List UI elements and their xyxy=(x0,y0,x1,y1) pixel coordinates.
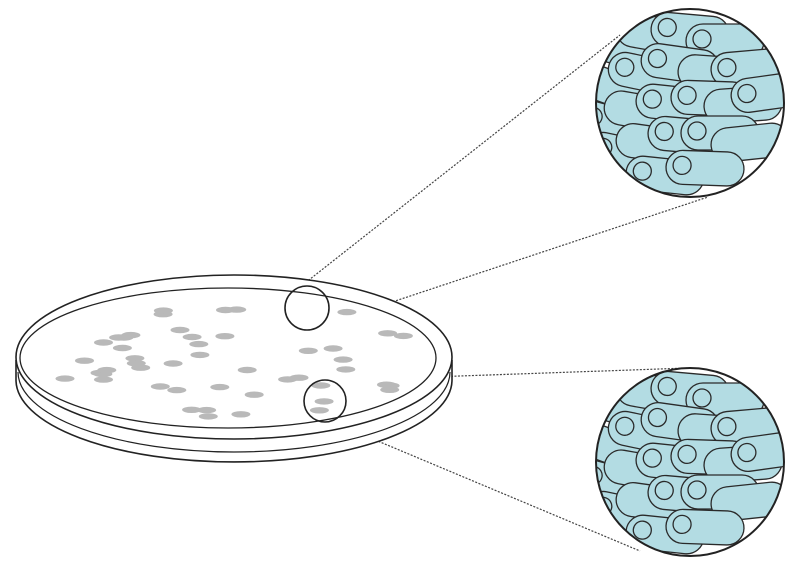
bacterium-end-circle xyxy=(688,481,706,499)
lower-magnified-view xyxy=(573,368,786,556)
colony-spot xyxy=(199,413,218,419)
colony-spot xyxy=(97,367,116,373)
colony-spot xyxy=(94,376,113,382)
colony-spot xyxy=(151,383,170,389)
colony-spot xyxy=(183,334,202,340)
colony-spot xyxy=(197,407,216,413)
colony-spot xyxy=(189,341,208,347)
colony-spot xyxy=(334,356,353,362)
colony-spot xyxy=(380,387,399,393)
colony-spot xyxy=(378,330,397,336)
colony-spot xyxy=(336,366,355,372)
colony-spot xyxy=(215,333,234,339)
colony-spot xyxy=(278,376,297,382)
bacterium-end-circle xyxy=(673,515,692,534)
bacterium-end-circle xyxy=(678,86,697,105)
bacterium-end-circle xyxy=(592,389,614,411)
bacterium-cell xyxy=(665,150,744,187)
colony-spot xyxy=(216,307,235,313)
colony-spot xyxy=(231,411,250,417)
colony-spot xyxy=(337,309,356,315)
colony-spot xyxy=(315,398,334,404)
colony-spot xyxy=(210,384,229,390)
colony-spot xyxy=(171,327,190,333)
colony-spot xyxy=(324,345,343,351)
colony-spot xyxy=(190,352,209,358)
colony-spot xyxy=(299,348,318,354)
colony-spot xyxy=(154,307,173,313)
colony-spot xyxy=(310,407,329,413)
colony-spot xyxy=(164,360,183,366)
colony-spot xyxy=(127,360,146,366)
bacterium-end-circle xyxy=(673,156,692,175)
bacterium-cell xyxy=(665,509,744,546)
colony-spot xyxy=(94,339,113,345)
colony-spot xyxy=(238,367,257,373)
colony-spot xyxy=(56,375,75,381)
colony-spot xyxy=(109,334,128,340)
leader-line xyxy=(300,35,620,287)
petri-dish xyxy=(16,275,452,462)
colony-spot xyxy=(75,358,94,364)
colony-spot xyxy=(167,387,186,393)
bacterium-end-circle xyxy=(688,122,706,140)
bacterium-end-circle xyxy=(592,30,614,52)
colony-spot xyxy=(245,392,264,398)
bacterium-end-circle xyxy=(693,389,711,407)
bacterium-end-circle xyxy=(678,445,697,464)
bacterium-end-circle xyxy=(693,30,711,48)
upper-magnified-view xyxy=(573,9,786,197)
colony-spot xyxy=(113,345,132,351)
